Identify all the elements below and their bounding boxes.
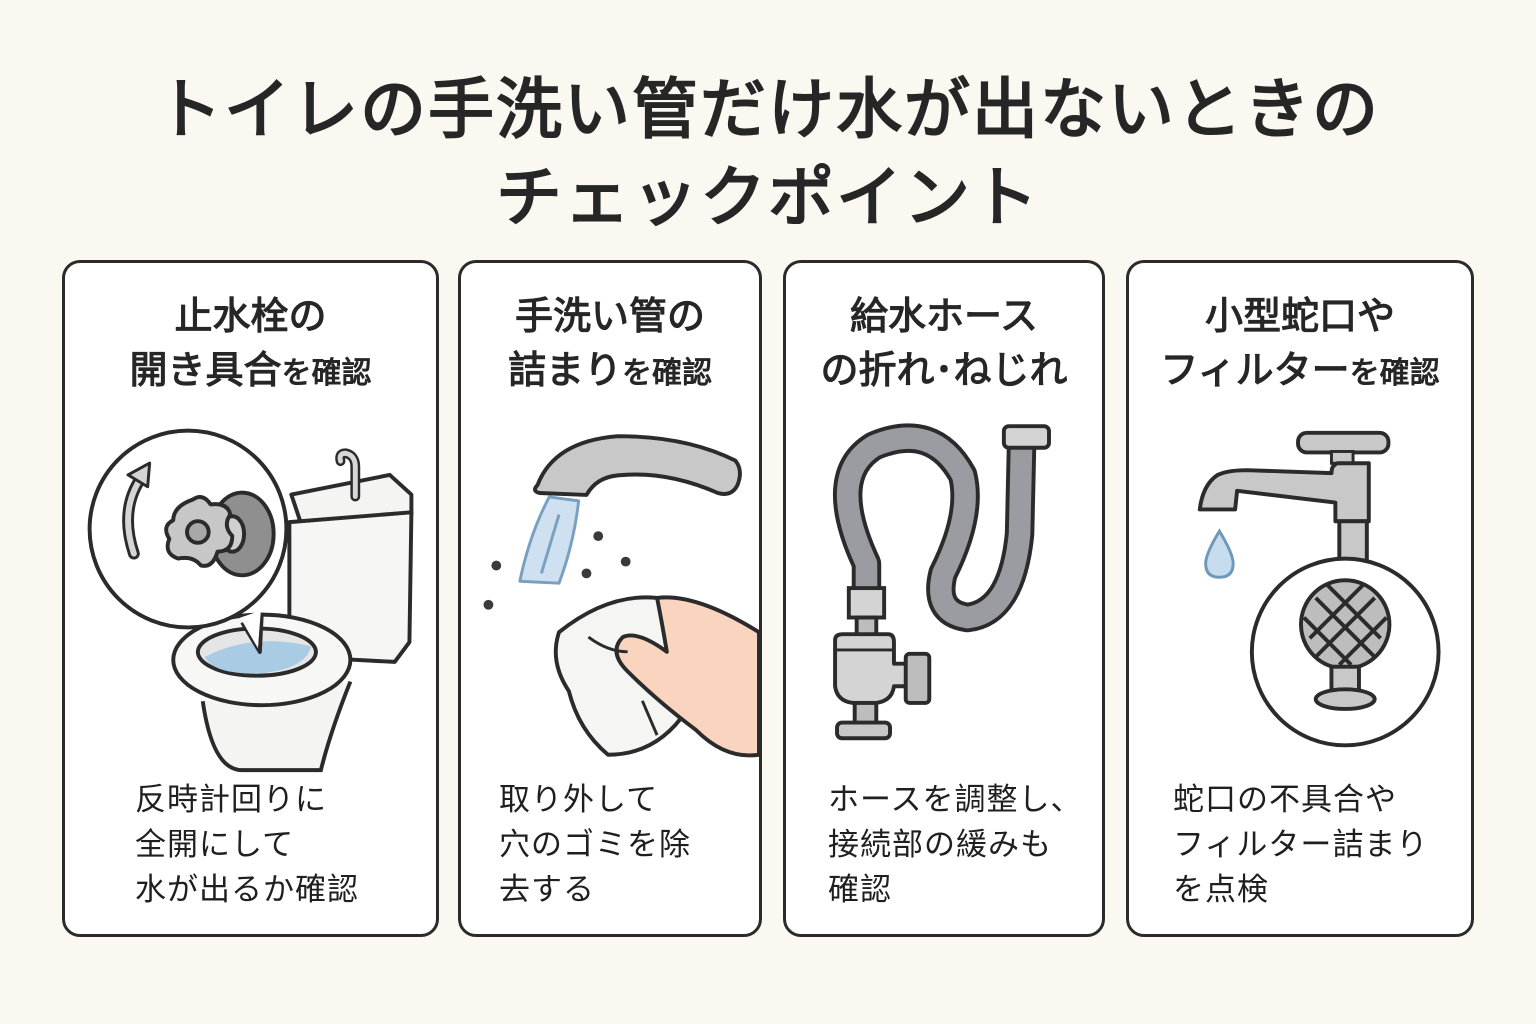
card-heading-line: フィルターを確認 <box>1129 343 1471 401</box>
card-body-line: を点検 <box>1173 872 1269 908</box>
card-body-line: 接続部の緩みも <box>828 827 1052 863</box>
page-title: トイレの手洗い管だけ水が出ないときの チェックポイント <box>0 66 1536 242</box>
card-heading-line: 詰まりを確認 <box>461 343 759 401</box>
card-heading: 止水栓の 開き具合を確認 <box>65 289 436 401</box>
card-heading-part: を確認 <box>622 356 712 391</box>
card-body: ホースを調整し、 接続部の緩みも 確認 <box>828 778 1082 913</box>
card-body: 反時計回りに 全開にして 水が出るか確認 <box>135 778 359 913</box>
faucet-filter-icon <box>1129 413 1471 773</box>
card-heading-line: 開き具合を確認 <box>65 343 436 401</box>
card-body: 取り外して 穴のゴミを除 去する <box>499 778 691 913</box>
card-body-line: ホースを調整し、 <box>828 782 1083 818</box>
card-body-line: 水が出るか確認 <box>135 872 359 908</box>
card-heading-part: 開き具合 <box>129 348 282 392</box>
page-title-line-1: トイレの手洗い管だけ水が出ないときの <box>156 71 1380 148</box>
card-body-line: フィルター詰まり <box>1173 827 1429 863</box>
card-body: 蛇口の不具合や フィルター詰まり を点検 <box>1173 778 1428 913</box>
supply-hose-icon <box>786 413 1102 773</box>
card-body-line: 蛇口の不具合や <box>1173 782 1397 818</box>
card-heading-part: フィルター <box>1160 348 1350 392</box>
card-heading-part: 詰まり <box>507 348 622 392</box>
card-heading: 小型蛇口や フィルターを確認 <box>1129 289 1471 401</box>
toilet-valve-icon <box>65 413 436 773</box>
card-heading: 給水ホース の折れ･ねじれ <box>786 289 1102 397</box>
card-heading-part: を確認 <box>281 356 372 391</box>
checkpoint-card-supply-hose: 給水ホース の折れ･ねじれ ホースを調整し、 接続部の緩みも 確認 <box>783 260 1105 937</box>
page-title-line-2: チェックポイント <box>496 159 1040 236</box>
faucet-cleaning-icon <box>461 413 759 773</box>
card-heading-line: の折れ･ねじれ <box>820 348 1068 392</box>
card-heading-line: 止水栓の <box>174 294 327 338</box>
card-heading-part: を確認 <box>1349 356 1440 391</box>
card-body-line: 全開にして <box>135 827 295 863</box>
card-body-line: 穴のゴミを除 <box>499 827 691 863</box>
card-body-line: 確認 <box>828 872 892 908</box>
checkpoint-card-faucet-filter: 小型蛇口や フィルターを確認 蛇口の不具合や フィルター詰 <box>1126 260 1474 937</box>
checkpoint-card-clogged-spout: 手洗い管の 詰まりを確認 取り外して 穴のゴミを除 去する <box>458 260 762 937</box>
checkpoint-card-shutoff-valve: 止水栓の 開き具合を確認 <box>62 260 439 937</box>
card-body-line: 取り外して <box>499 782 659 818</box>
card-heading: 手洗い管の 詰まりを確認 <box>461 289 759 401</box>
card-body-line: 反時計回りに <box>135 782 327 818</box>
card-heading-line: 給水ホース <box>849 294 1039 338</box>
card-heading-line: 小型蛇口や <box>1204 294 1395 338</box>
card-body-line: 去する <box>499 872 595 908</box>
card-heading-line: 手洗い管の <box>514 294 705 338</box>
